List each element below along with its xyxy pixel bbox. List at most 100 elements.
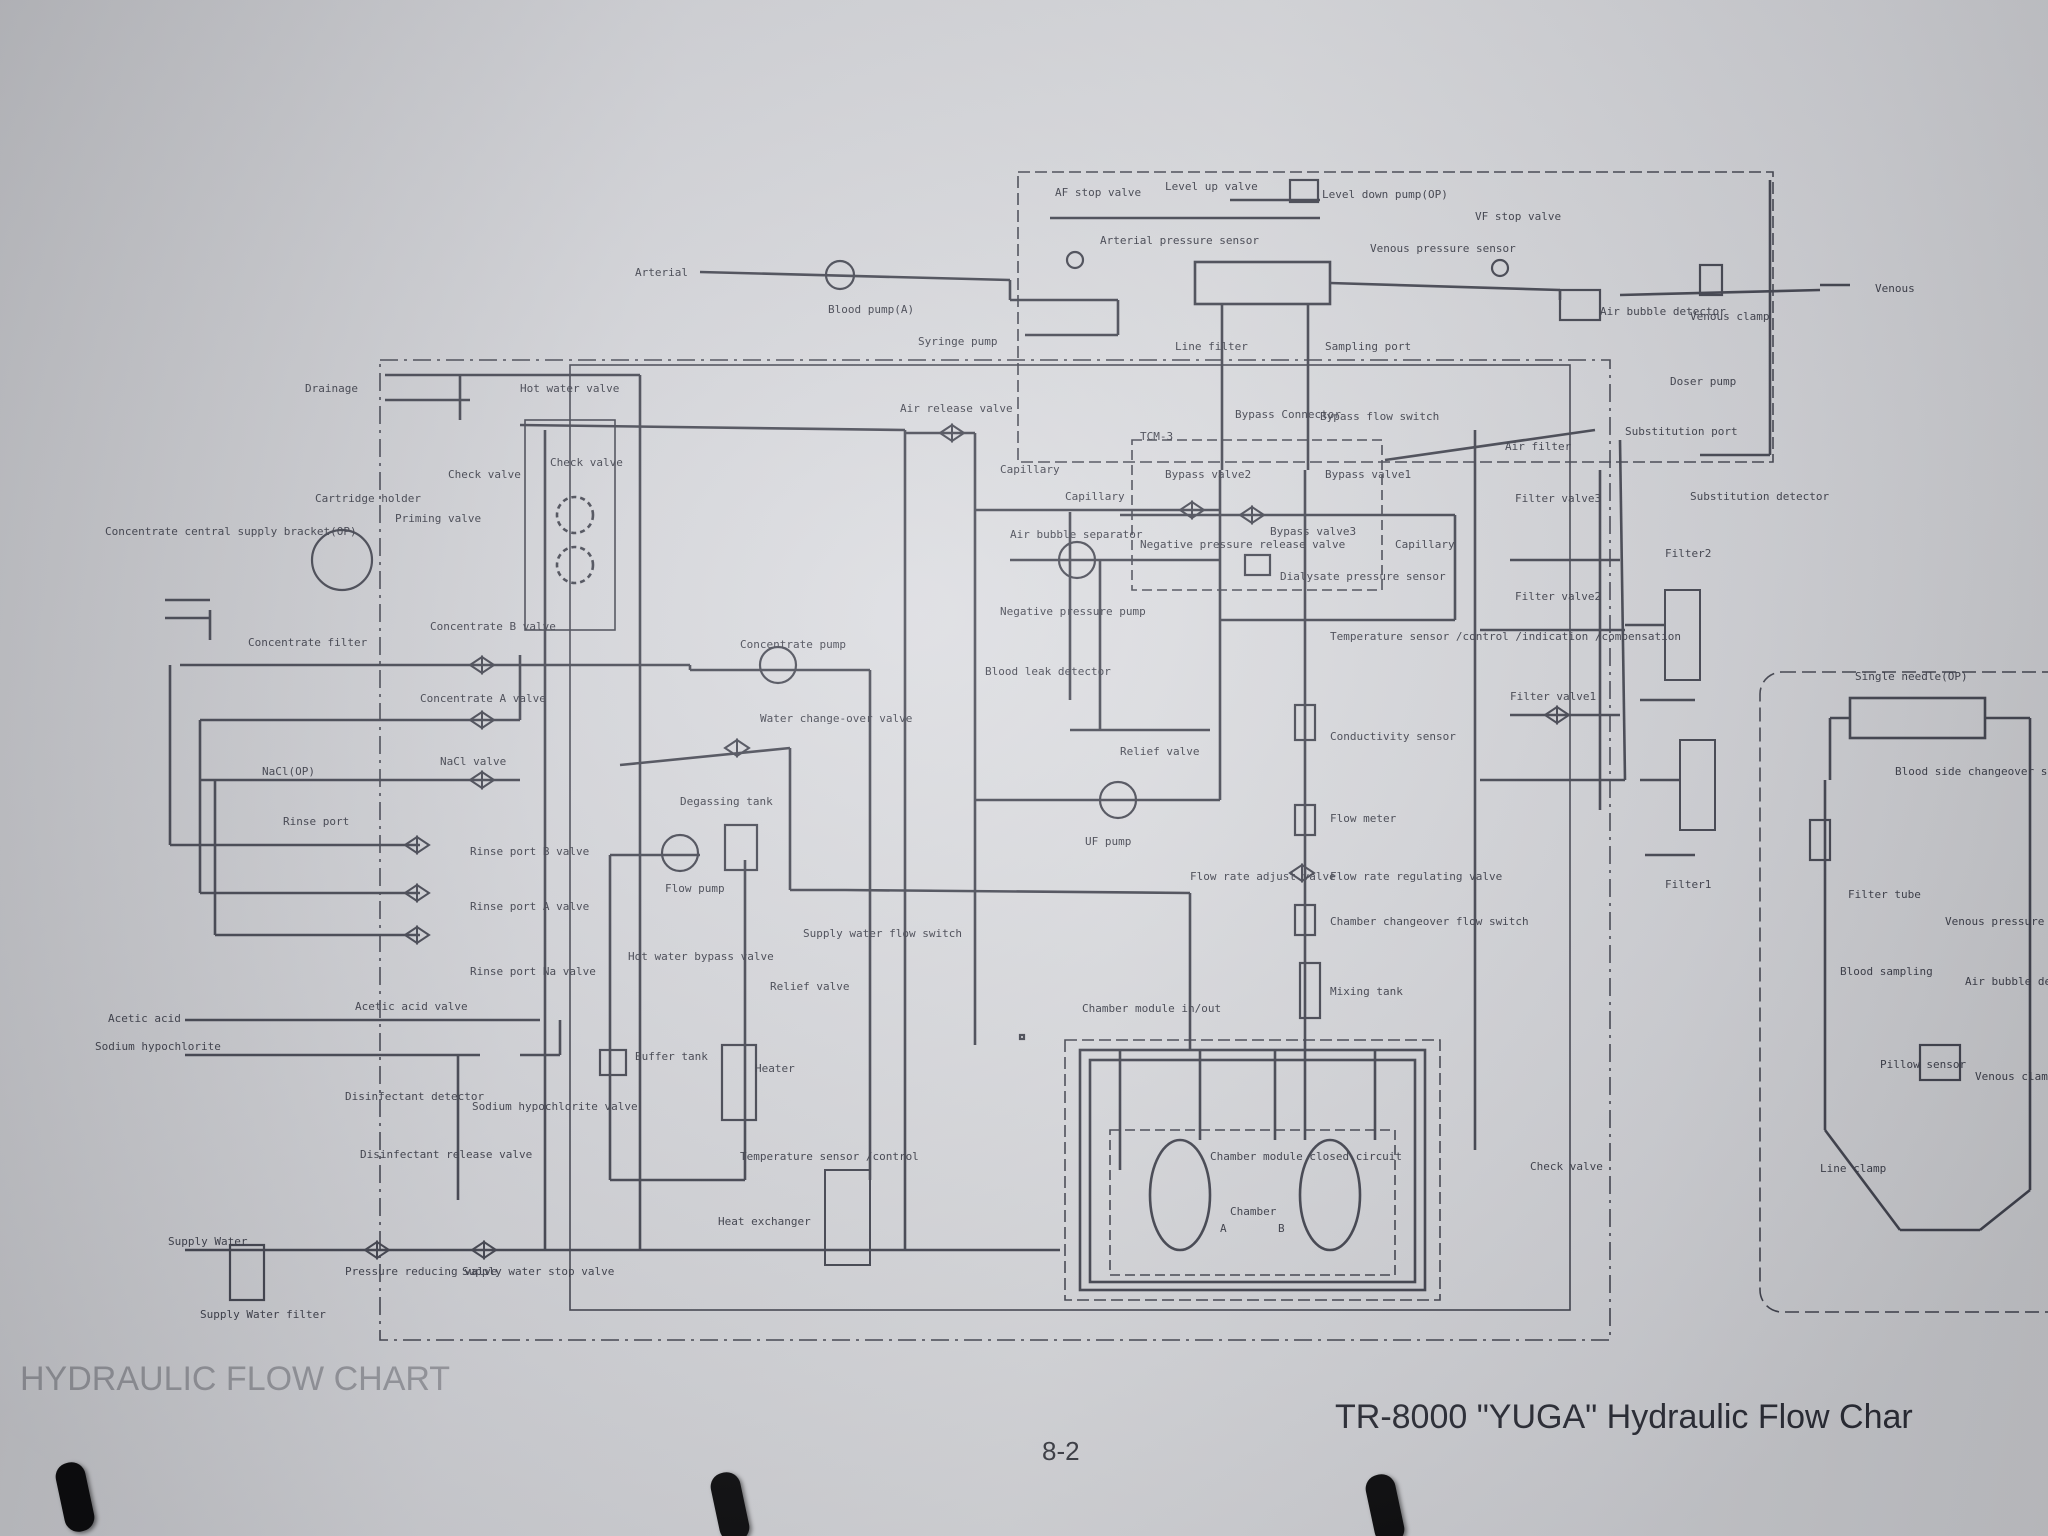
label-chamber-changeover-flow-switch: Chamber changeover flow switch [1330, 915, 1529, 928]
label-flow-meter: Flow meter [1330, 812, 1397, 825]
label-substitution-port: Substitution port [1625, 425, 1738, 438]
label-bypass-valve1: Bypass valve1 [1325, 468, 1411, 481]
ghost-title: HYDRAULIC FLOW CHART [20, 1360, 450, 1398]
concentrate-a-valve-icon [468, 710, 496, 730]
label-concentrate-supply-bracket: Concentrate central supply bracket(OP) [105, 525, 357, 538]
label-doser-pump: Doser pump [1670, 375, 1736, 388]
pillow-sensor-icon [1918, 1043, 1962, 1082]
air-release-valve-icon [938, 423, 966, 443]
label-air-bubble-detector-2: Air bubble detector [1965, 975, 2048, 988]
label-water-changeover-valve: Water change-over valve [760, 712, 912, 725]
heater-icon [720, 1043, 758, 1122]
negative-pressure-pump-icon [1057, 540, 1097, 580]
degassing-tank-icon [723, 823, 759, 872]
label-arterial-pressure-sensor: Arterial pressure sensor [1100, 234, 1259, 247]
label-relief-valve-2: Relief valve [770, 980, 849, 993]
label-concentrate-filter: Concentrate filter [248, 636, 368, 649]
label-sampling-port: Sampling port [1325, 340, 1411, 353]
label-filter-tube: Filter tube [1848, 888, 1921, 901]
label-negative-pressure-release: Negative pressure release valve [1140, 538, 1345, 551]
label-drainage: Drainage [305, 382, 358, 395]
page-title: TR-8000 "YUGA" Hydraulic Flow Char [1335, 1398, 1913, 1436]
conductivity-sensor-icon [1293, 703, 1317, 742]
blood-pump-icon [824, 259, 856, 291]
supply-water-filter-icon [228, 1243, 266, 1302]
label-temperature-sensor-multi: Temperature sensor /control /indication … [1330, 630, 1681, 643]
uf-pump-icon [1098, 780, 1138, 820]
label-blood-side-changeover-sensor: Blood side changeover sensor [1895, 765, 2048, 778]
label-venous-clamp: Venous clamp [1690, 310, 1769, 323]
page-number: 8-2 [1042, 1436, 1080, 1466]
label-buffer-tank: Buffer tank [635, 1050, 708, 1063]
label-hot-water-valve: Hot water valve [520, 382, 619, 395]
label-level-down-pump: Level down pump(OP) [1322, 188, 1448, 201]
label-air-release-valve: Air release valve [900, 402, 1013, 415]
label-nacl-op: NaCl(OP) [262, 765, 315, 778]
label-pressure-reducing-valve: Pressure reducing valve [345, 1265, 497, 1278]
label-filter-valve3: Filter valve3 [1515, 492, 1601, 505]
pressure-reducing-valve-icon [363, 1240, 391, 1260]
label-air-bubble-separator: Air bubble separator [1010, 528, 1143, 541]
cartridge-holder-icon [310, 528, 374, 592]
label-blood-leak-detector: Blood leak detector [985, 665, 1111, 678]
label-relief-valve: Relief valve [1120, 745, 1199, 758]
label-syringe-pump: Syringe pump [918, 335, 997, 348]
dialysate-pressure-sensor-icon [1243, 553, 1272, 577]
label-degassing-tank: Degassing tank [680, 795, 773, 808]
label-chamber: Chamber [1230, 1205, 1277, 1218]
label-filter1: Filter1 [1665, 878, 1711, 891]
bypass-valve3-icon [1238, 505, 1266, 525]
label-hot-water-bypass-valve: Hot water bypass valve [628, 950, 774, 963]
label-capillary-3: Capillary [1395, 538, 1455, 551]
label-blood-sampling: Blood sampling [1840, 965, 1933, 978]
label-rinse-port-na-valve: Rinse port Na valve [470, 965, 596, 978]
flow-pump-icon [660, 833, 700, 873]
negative-pressure-release-valve-icon [1178, 500, 1206, 520]
concentrate-pump-icon [758, 645, 798, 685]
label-conductivity-sensor: Conductivity sensor [1330, 730, 1456, 743]
label-acetic-acid: Acetic acid [108, 1012, 181, 1025]
label-concentrate-pump: Concentrate pump [740, 638, 846, 651]
label-rinse-port: Rinse port [283, 815, 349, 828]
rinse-port-na-valve-icon [403, 925, 431, 945]
label-tcm3: TCM-3 [1140, 430, 1173, 443]
flow-meter-icon [1293, 803, 1317, 837]
label-chamber-a: A [1220, 1222, 1227, 1235]
label-temperature-sensor-control: Temperature sensor /control [740, 1150, 919, 1163]
chamber-changeover-flow-switch-icon [1293, 903, 1317, 937]
label-check-valve-2: Check valve [550, 456, 623, 469]
label-chamber-b: B [1278, 1222, 1285, 1235]
label-blood-pump: Blood pump(A) [828, 303, 914, 316]
arterial-pressure-sensor-icon [1065, 250, 1085, 270]
label-disinfectant-detector: Disinfectant detector [345, 1090, 484, 1103]
buffer-tank-icon [598, 1048, 628, 1077]
label-concentrate-a-valve: Concentrate A valve [420, 692, 546, 705]
venous-clamp-icon [1698, 263, 1724, 297]
rinse-port-a-valve-icon [403, 883, 431, 903]
label-cartridge-holder: Cartridge holder [315, 492, 421, 505]
label-negative-pressure-pump: Negative pressure pump [1000, 605, 1146, 618]
dialyzer [1193, 260, 1332, 306]
nacl-valve-icon [468, 770, 496, 790]
label-line-clamp: Line clamp [1820, 1162, 1886, 1175]
label-bypass-flow-switch: Bypass flow switch [1320, 410, 1439, 423]
venous-pressure-sensor-icon [1490, 258, 1510, 278]
concentrate-b-valve-icon [468, 655, 496, 675]
label-air-filter: Air filter [1505, 440, 1572, 453]
label-bypass-valve2: Bypass valve2 [1165, 468, 1251, 481]
supply-water-stop-valve-icon [470, 1240, 498, 1260]
label-disinfectant-release-valve: Disinfectant release valve [360, 1148, 532, 1161]
label-vf-stop-valve: VF stop valve [1475, 210, 1561, 223]
label-heat-exchanger: Heat exchanger [718, 1215, 811, 1228]
label-single-needle: Single needle(OP) [1855, 670, 1968, 683]
single-needle-dialyzer [1848, 696, 1987, 740]
label-supply-water-filter: Supply Water filter [200, 1308, 326, 1321]
water-changeover-valve-icon [723, 738, 751, 758]
label-uf-pump: UF pump [1085, 835, 1131, 848]
label-venous-pressure-sensor: Venous pressure sensor [1370, 242, 1516, 255]
label-capillary-2: Capillary [1065, 490, 1125, 503]
label-chamber-module-closed: Chamber module closed circuit [1210, 1150, 1402, 1163]
label-nacl-valve: NaCl valve [440, 755, 506, 768]
label-dialysate-pressure-sensor: Dialysate pressure sensor [1280, 570, 1446, 583]
